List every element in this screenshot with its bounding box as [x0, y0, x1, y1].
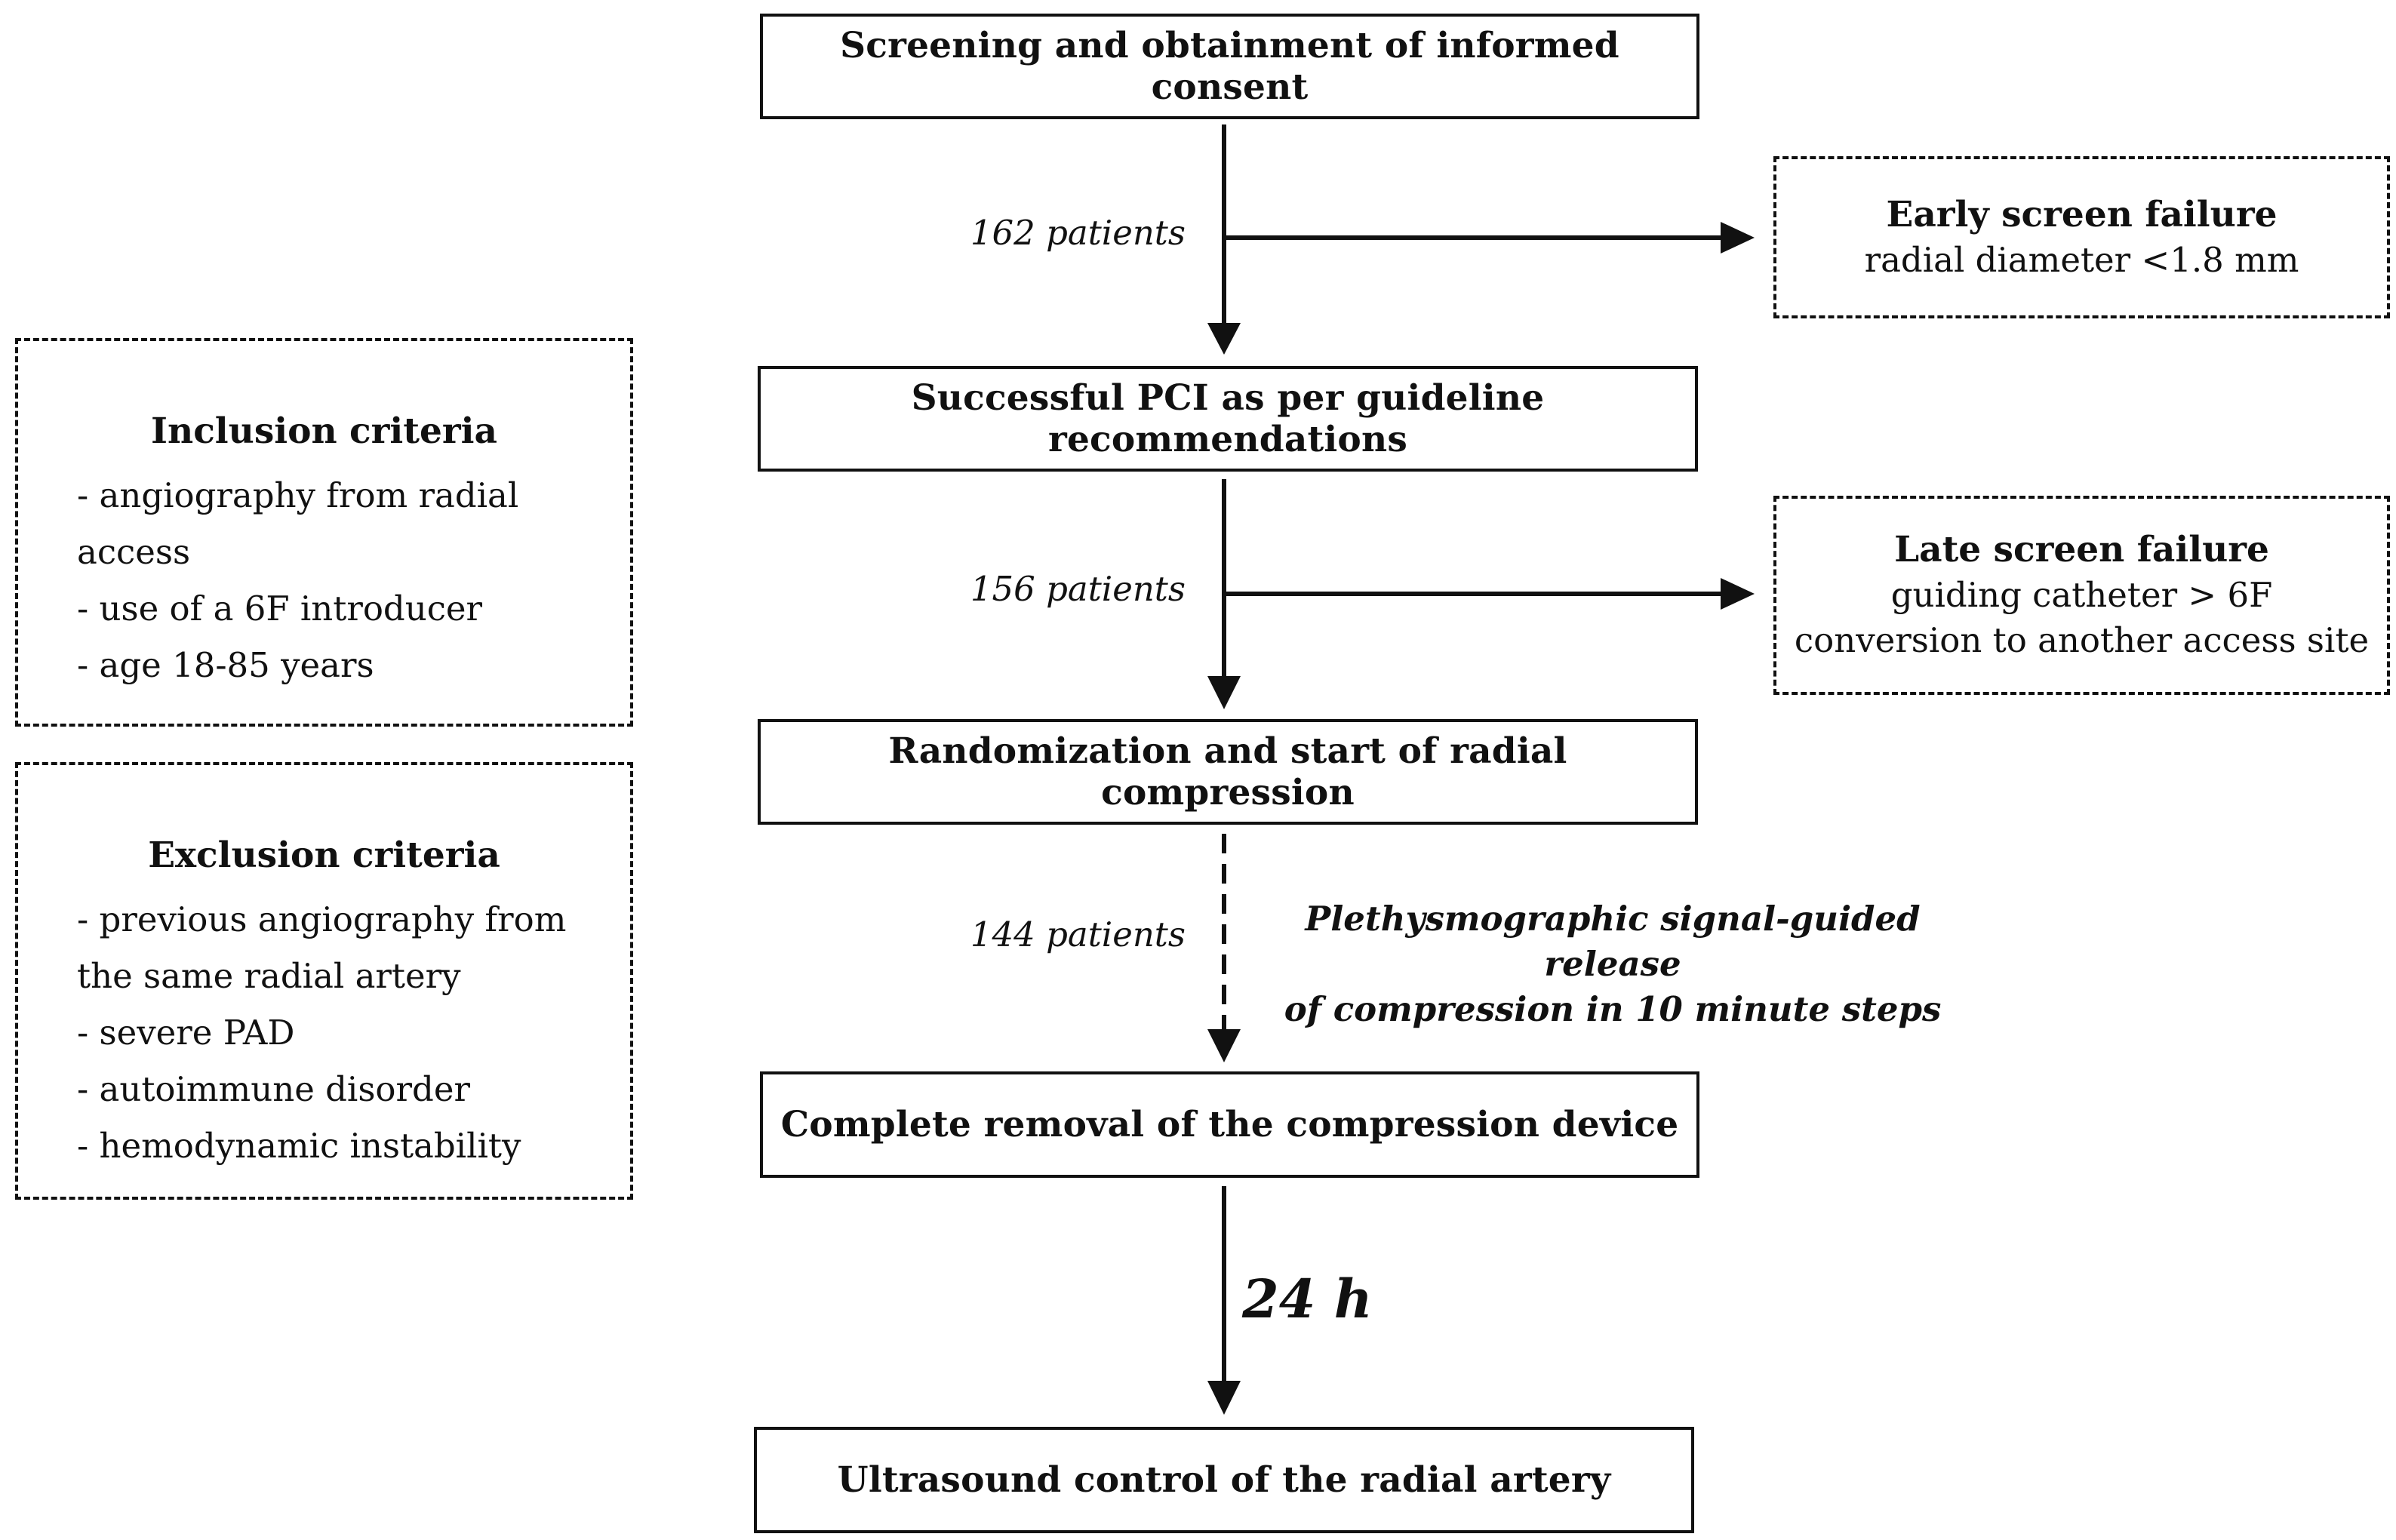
criteria-item: the same radial artery: [77, 956, 461, 996]
inclusion-criteria-list: - angiography from radial access - use o…: [77, 467, 600, 693]
step-ultrasound-box: Ultrasound control of the radial artery: [754, 1427, 1694, 1533]
arrow-step3-to-step4-dashed: [1207, 834, 1241, 1062]
criteria-item: - hemodynamic instability: [77, 1126, 521, 1166]
criteria-item: - angiography from radial: [77, 475, 519, 515]
count-label-162: 162 patients: [970, 213, 1186, 253]
exclusion-criteria-list: - previous angiography from the same rad…: [77, 891, 600, 1174]
count-label-144: 144 patients: [970, 914, 1186, 954]
release-note: Plethysmographic signal-guided release o…: [1235, 896, 1990, 1032]
criteria-item: - previous angiography from: [77, 899, 567, 939]
arrow-step1-to-step2: [1207, 124, 1241, 355]
early-failure-title: Early screen failure: [1886, 193, 2278, 235]
inclusion-criteria-box: Inclusion criteria - angiography from ra…: [15, 338, 633, 727]
criteria-item: - severe PAD: [77, 1013, 295, 1053]
inclusion-criteria-title: Inclusion criteria: [151, 410, 497, 452]
step-pci-box: Successful PCI as per guideline recommen…: [758, 366, 1698, 472]
criteria-item: - age 18-85 years: [77, 645, 374, 685]
time-interval-label: 24 h: [1242, 1268, 1373, 1330]
early-failure-line: radial diameter <1.8 mm: [1864, 239, 2299, 280]
step-randomization-text: Randomization and start of radial compre…: [888, 730, 1567, 813]
arrow-step4-to-step5: [1207, 1186, 1241, 1415]
late-failure-line: conversion to another access site: [1794, 620, 2370, 660]
arrow-step2-to-step3: [1207, 479, 1241, 709]
step-ultrasound-text: Ultrasound control of the radial artery: [837, 1459, 1611, 1501]
criteria-item: access: [77, 532, 191, 572]
exclusion-criteria-title: Exclusion criteria: [148, 835, 500, 876]
step-device-removal-box: Complete removal of the compression devi…: [760, 1071, 1699, 1178]
step-screening-box: Screening and obtainment of informed con…: [760, 14, 1699, 119]
count-label-156: 156 patients: [970, 569, 1186, 609]
release-note-line1: Plethysmographic signal-guided release: [1305, 899, 1921, 984]
late-failure-box: Late screen failure guiding catheter > 6…: [1773, 496, 2390, 695]
release-note-line2: of compression in 10 minute steps: [1284, 989, 1942, 1029]
late-failure-title: Late screen failure: [1894, 529, 2269, 570]
arrow-to-early-failure: [1224, 222, 1755, 254]
exclusion-criteria-box: Exclusion criteria - previous angiograph…: [15, 762, 633, 1200]
step-randomization-box: Randomization and start of radial compre…: [758, 719, 1698, 825]
criteria-item: - use of a 6F introducer: [77, 589, 483, 629]
early-failure-box: Early screen failure radial diameter <1.…: [1773, 156, 2390, 318]
step-device-removal-text: Complete removal of the compression devi…: [780, 1104, 1679, 1145]
step-screening-text: Screening and obtainment of informed con…: [840, 25, 1619, 108]
step-pci-text: Successful PCI as per guideline recommen…: [911, 377, 1545, 460]
criteria-item: - autoimmune disorder: [77, 1069, 470, 1109]
late-failure-line: guiding catheter > 6F: [1890, 575, 2273, 615]
arrow-to-late-failure: [1224, 578, 1755, 610]
